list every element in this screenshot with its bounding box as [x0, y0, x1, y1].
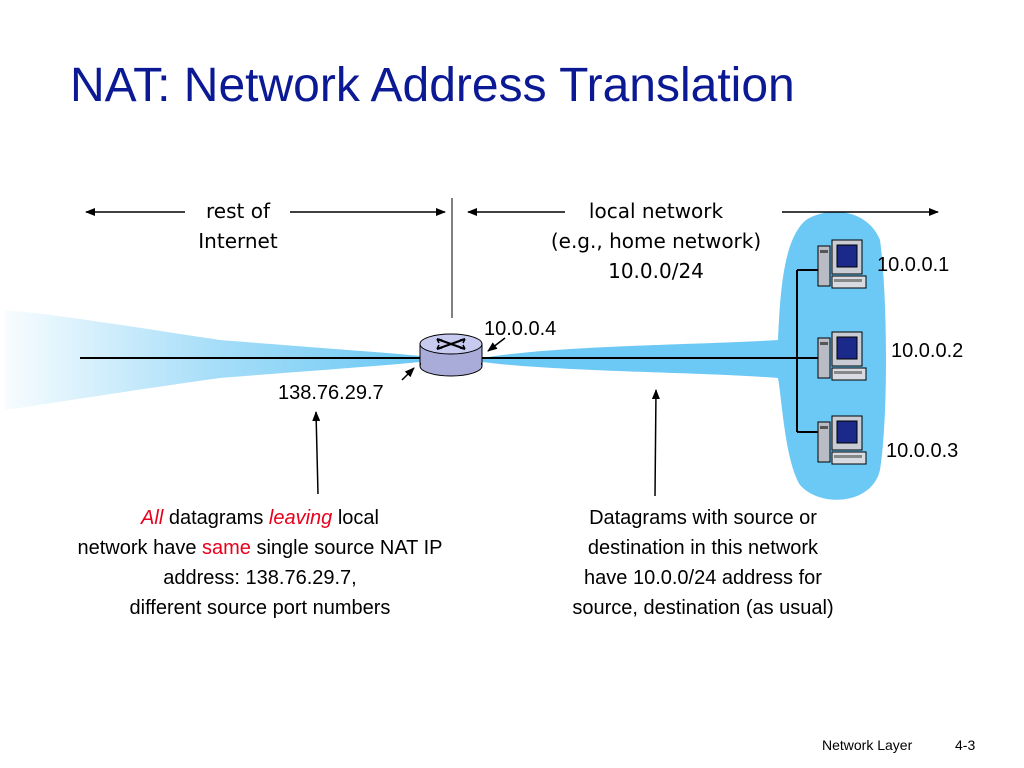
- router-public-ip-pointer: [401, 367, 415, 381]
- host-ip-2: 10.0.0.2: [891, 340, 964, 362]
- computer-icon: [817, 331, 867, 381]
- computer-icon: [817, 239, 867, 289]
- local-network-area: [482, 211, 886, 500]
- router-local-ip: 10.0.0.4: [484, 318, 557, 340]
- footer-page-number: 4-3: [955, 737, 976, 753]
- local-network-label-1: local network: [588, 199, 724, 223]
- internet-cloud: [5, 310, 420, 410]
- host-ip-1: 10.0.0.1: [877, 254, 950, 276]
- slide-title: NAT: Network Address Translation: [70, 59, 795, 112]
- router-icon: [419, 333, 483, 377]
- right-note: Datagrams with source or destination in …: [572, 507, 834, 619]
- leaving-word: leaving: [268, 507, 333, 529]
- left-note: All datagrams leaving local network have…: [77, 507, 443, 619]
- rest-of-internet-label-1: rest of: [206, 199, 270, 223]
- host-ip-3: 10.0.0.3: [886, 440, 959, 462]
- all-word: All: [141, 507, 164, 529]
- local-network-label-2: (e.g., home network): [550, 229, 762, 253]
- local-network-label-3: 10.0.0/24: [608, 259, 704, 283]
- router-public-ip: 138.76.29.7: [278, 382, 384, 404]
- computer-icon: [817, 415, 867, 465]
- right-note-arrow: [651, 389, 660, 497]
- same-word: same: [202, 537, 251, 559]
- router-local-ip-pointer: [487, 337, 506, 352]
- rest-of-internet-label-2: Internet: [198, 229, 278, 253]
- footer-section: Network Layer: [822, 737, 913, 753]
- left-note-arrow: [312, 411, 321, 495]
